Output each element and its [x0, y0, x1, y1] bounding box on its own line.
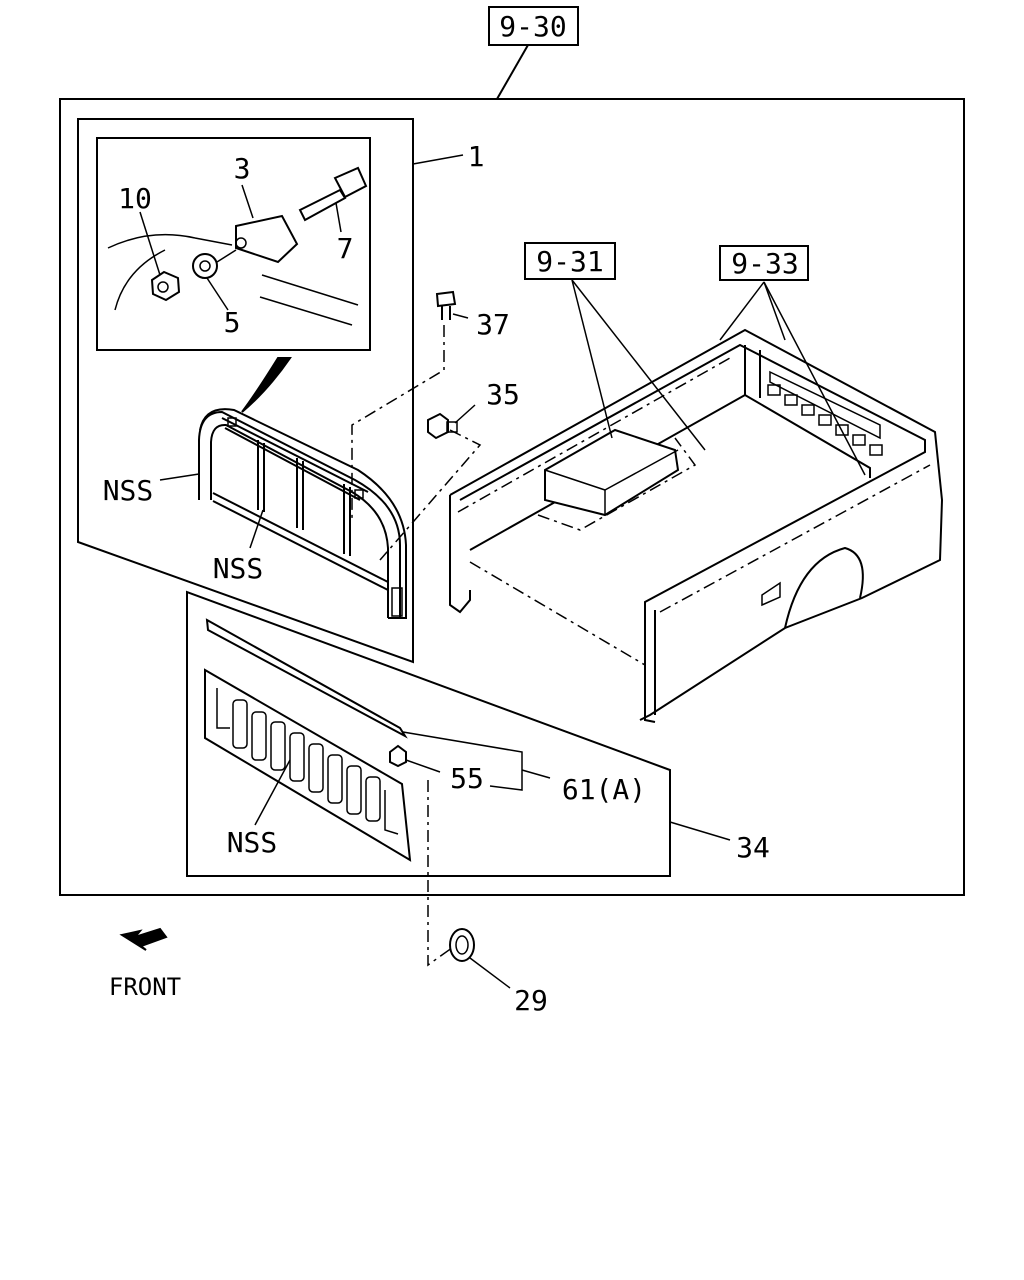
front-arrow-icon: [119, 927, 168, 951]
front-label: FRONT: [109, 973, 181, 1001]
nss-label-bar: NSS: [213, 552, 264, 585]
part-1-label: 1: [468, 140, 485, 173]
part-34-label: 34: [736, 831, 770, 864]
part-61a-label: 61(A): [562, 773, 646, 806]
ref-9-31-label: 9-31: [536, 245, 603, 278]
nss-label-frame: NSS: [103, 474, 154, 507]
ref-9-30-label: 9-30: [499, 10, 566, 43]
header-board-panel: [77, 118, 414, 664]
detail-pointer: [241, 357, 292, 413]
part-3-label: 3: [234, 152, 251, 185]
ref-box-9-33[interactable]: 9-33: [719, 245, 809, 281]
ref-box-9-31[interactable]: 9-31: [524, 242, 616, 280]
part-7-label: 7: [337, 232, 354, 265]
part-55-label: 55: [450, 762, 484, 795]
nut-55: [389, 744, 407, 768]
part-37-label: 37: [476, 308, 510, 341]
part-29-label: 29: [514, 984, 548, 1017]
nss-label-tailgate: NSS: [227, 826, 278, 859]
wheelhouse-cover: [537, 428, 697, 531]
inset-parts: [107, 166, 368, 326]
ref-9-33-label: 9-33: [731, 247, 798, 280]
bolt-37: [435, 290, 457, 320]
nut-35: [427, 412, 458, 440]
main-frame: [59, 98, 965, 896]
part-10-label: 10: [118, 182, 152, 215]
ref-box-9-30[interactable]: 9-30: [488, 6, 579, 46]
header-frame: [198, 408, 407, 619]
tailgate: [204, 618, 412, 862]
tailgate-panel: [186, 590, 671, 877]
cargo-body: [449, 328, 944, 723]
part-35-label: 35: [486, 378, 520, 411]
grommet-29: [449, 928, 475, 962]
detail-inset: [96, 137, 371, 351]
part-5-label: 5: [224, 306, 241, 339]
